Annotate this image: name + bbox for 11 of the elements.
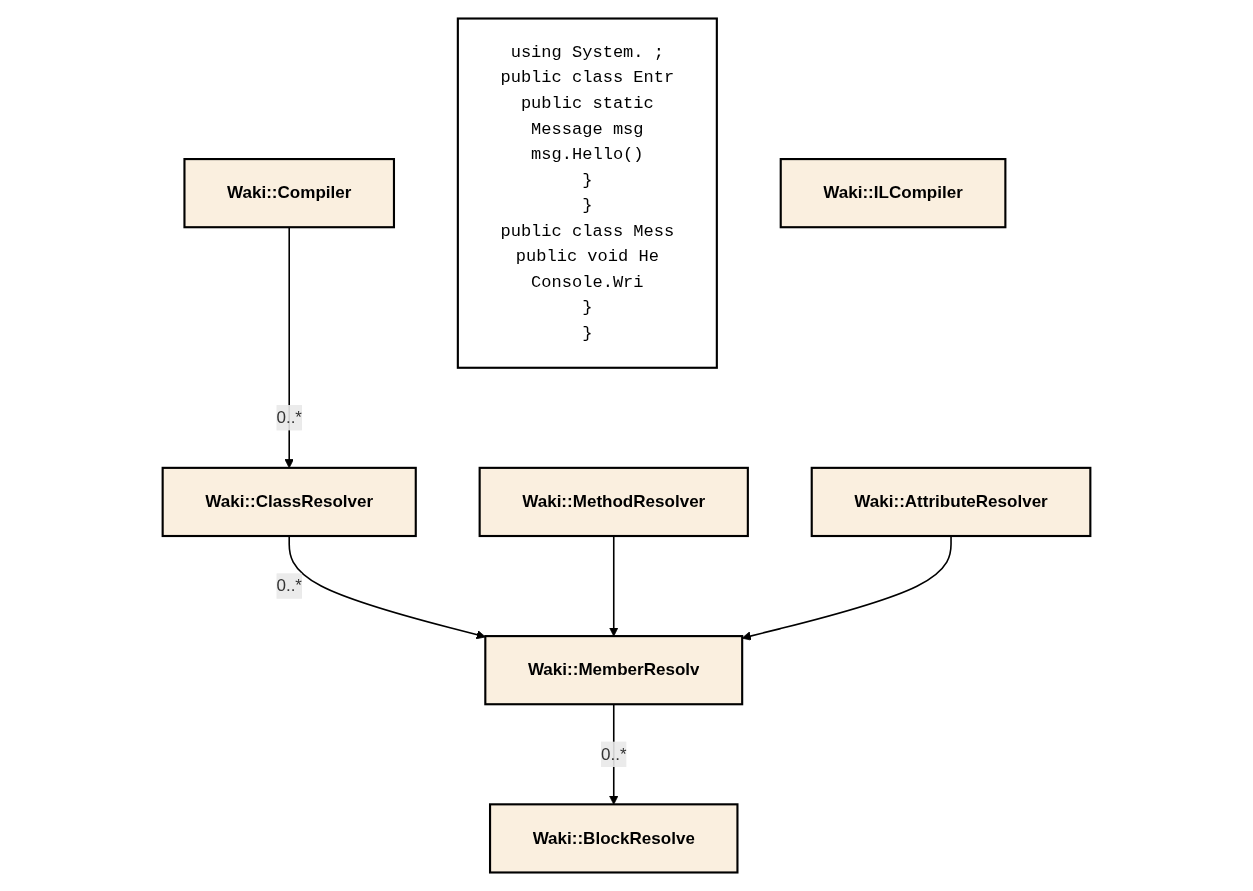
- edge-label: 0..*: [276, 576, 302, 595]
- node-box: Waki::ILCompiler: [779, 158, 1007, 229]
- node-box: Waki::Compiler: [183, 158, 396, 229]
- edge-label: 0..*: [276, 408, 302, 427]
- node-box: using System. ; public class Entr public static Message msg msg.Hello() } } public class Mess public void He Console.Wri } }: [456, 17, 718, 369]
- edge-label: 0..*: [600, 744, 627, 763]
- node-box: Waki::MemberResolv: [484, 635, 744, 706]
- node-box: Waki::ClassResolver: [161, 466, 417, 538]
- node-box: Waki::BlockResolve: [489, 803, 739, 874]
- node-box: Waki::AttributeResolver: [810, 466, 1092, 538]
- node-box: Waki::MethodResolver: [478, 466, 749, 538]
